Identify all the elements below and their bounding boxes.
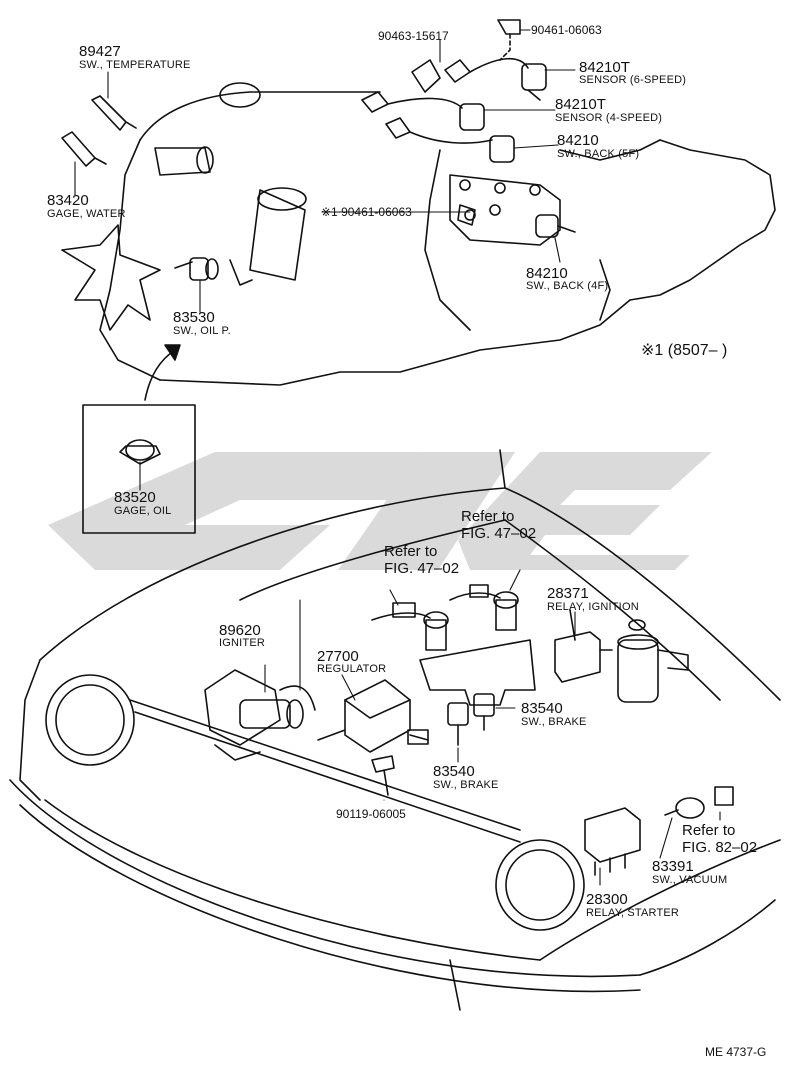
switch-84210-5F-drawing [385, 117, 515, 163]
switch-83530-drawing [174, 257, 219, 281]
refer-to-fig-47-02-left: Refer to FIG. 47–02 [384, 543, 460, 577]
part-number-83540-left: 83540 [433, 763, 475, 780]
figure-code: ME 4737-G [705, 1045, 767, 1059]
part-name-83530: SW., OIL P. [173, 325, 231, 337]
part-number-28300: 28300 [586, 891, 628, 908]
brake-switch-83540-a-drawing [473, 693, 495, 731]
part-name-28300: RELAY, STARTER [586, 907, 680, 919]
applicability-note: ※1 (8507– ) [641, 342, 728, 359]
part-number-89427: 89427 [79, 43, 121, 60]
watermark-logo [48, 452, 712, 570]
part-number-83420: 83420 [47, 192, 89, 209]
starter-relay-28300-drawing [584, 807, 641, 876]
part-name-83520: GAGE, OIL [114, 505, 172, 517]
part-number-83520: 83520 [114, 489, 156, 506]
part-number-89620: 89620 [219, 622, 261, 639]
part-name-27700: REGULATOR [317, 663, 387, 675]
part-number-83540-right: 83540 [521, 700, 563, 717]
part-number-28371: 28371 [547, 585, 589, 602]
part-number-90119-06005: 90119-06005 [336, 807, 406, 821]
part-name-28371: RELAY, IGNITION [547, 601, 639, 613]
clamp-drawings [411, 19, 521, 226]
part-number-90463-15617: 90463-15617 [378, 29, 449, 43]
sensor-89427-drawing [91, 95, 137, 131]
engine-block [61, 82, 776, 386]
regulator-27700-drawing [317, 679, 429, 753]
bracket-assembly-drawing [371, 584, 536, 706]
car-body [9, 449, 781, 1011]
part-number-83530: 83530 [173, 309, 215, 326]
part-name-83540-right: SW., BRAKE [521, 716, 587, 728]
sensor-84210T-4speed-drawing [361, 91, 485, 131]
sensor-84210T-6speed-drawing [444, 57, 547, 101]
switch-84210-4F-drawing [535, 214, 576, 238]
part-number-84210T-6speed: 84210T [579, 59, 630, 76]
part-name-83540-left: SW., BRAKE [433, 779, 499, 791]
relay-28371-drawing [554, 609, 613, 683]
part-number-27700: 27700 [317, 648, 359, 665]
refer-to-fig-82-02: Refer to FIG. 82–02 [682, 822, 758, 856]
coil-drawing [617, 619, 689, 703]
part-number-90461-06063-top: 90461-06063 [531, 23, 602, 37]
part-number-90461-06063-note1: ※1 90461-06063 [321, 205, 412, 219]
brake-switch-83540-b-drawing [447, 702, 469, 746]
vacuum-switch-83391-drawing [664, 786, 734, 819]
refer-to-fig-47-02-right: Refer to FIG. 47–02 [461, 508, 537, 542]
part-number-84210-5F: 84210 [557, 132, 599, 149]
part-name-89427: SW., TEMPERATURE [79, 59, 191, 71]
part-name-84210-4F: SW., BACK (4F) [526, 280, 609, 292]
leader-lines [74, 29, 721, 886]
gauge-83420-drawing [61, 131, 107, 167]
inset-box-oil-gauge [82, 404, 196, 534]
bolt-90119-drawing [371, 755, 395, 796]
part-name-84210-5F: SW., BACK (5F) [557, 148, 640, 160]
part-name-84210T-6speed: SENSOR (6-SPEED) [579, 74, 687, 86]
gauge-83520-drawing [119, 439, 161, 465]
part-number-84210-4F: 84210 [526, 265, 568, 282]
part-number-83391: 83391 [652, 858, 694, 875]
part-name-89620: IGNITER [219, 637, 266, 649]
igniter-89620-drawing [204, 669, 316, 761]
part-name-83391: SW., VACUUM [652, 874, 728, 886]
part-name-84210T-4speed: SENSOR (4-SPEED) [555, 112, 663, 124]
part-number-84210T-4speed: 84210T [555, 96, 606, 113]
part-name-83420: GAGE, WATER [47, 208, 126, 220]
